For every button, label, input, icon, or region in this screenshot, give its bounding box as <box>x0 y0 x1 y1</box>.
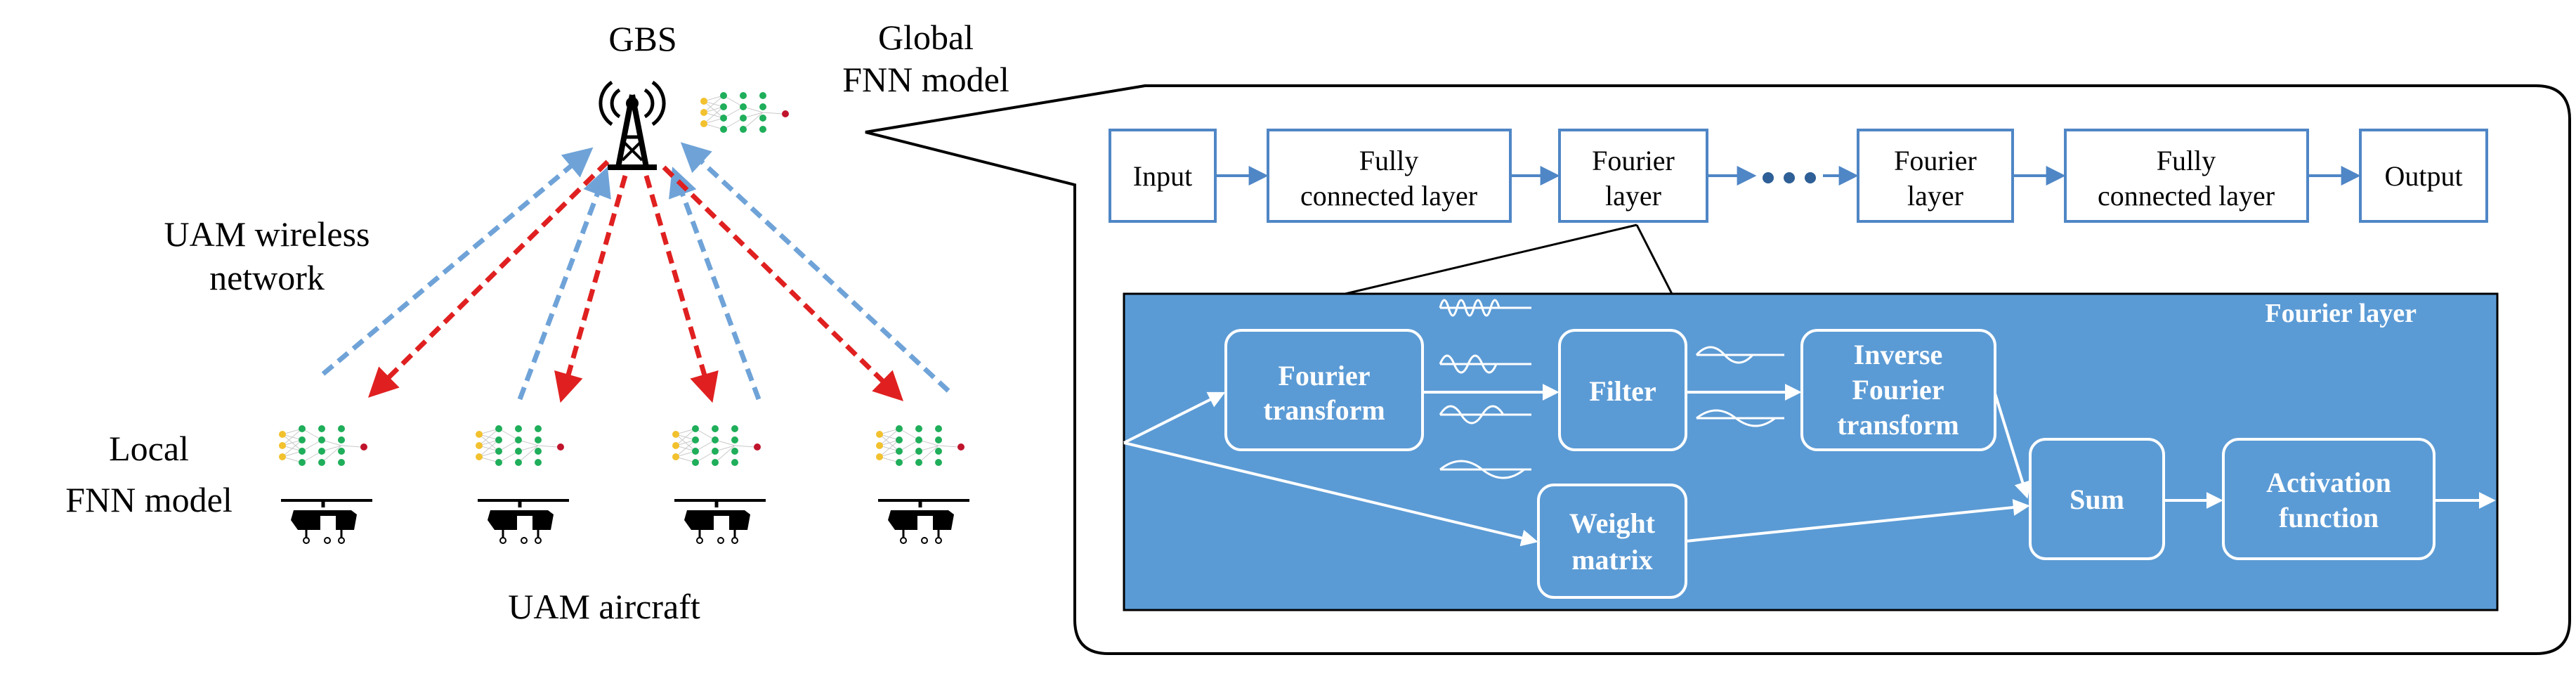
aircraft-icon <box>281 500 372 543</box>
detail-callout-line-left <box>1345 223 1637 295</box>
fc2-label-line2: connected layer <box>2098 180 2275 212</box>
fc2-label-line1: Fully <box>2157 145 2216 176</box>
weight-label-line2: matrix <box>1571 544 1653 576</box>
ift-label-line1: Inverse <box>1854 339 1943 370</box>
global-model-label-line2: FNN model <box>842 60 1009 99</box>
aircraft-icon <box>878 500 969 543</box>
ft-label-line2: transform <box>1263 394 1385 426</box>
global-model-label-line1: Global <box>878 18 974 57</box>
act-label-line2: function <box>2279 502 2379 533</box>
filtered-waveforms <box>1695 346 1784 427</box>
fc1-label-line1: Fully <box>1359 145 1418 176</box>
global-fnn-icon <box>700 91 790 134</box>
act-label-line1: Activation <box>2266 467 2391 498</box>
architecture-chain: Input Fully connected layer Fourier laye… <box>1109 129 2488 223</box>
fc1-label-line2: connected layer <box>1300 180 1477 212</box>
local-fnn-icon <box>875 425 965 467</box>
ift-label-line2: Fourier <box>1852 374 1944 406</box>
filter-block <box>1558 329 1687 451</box>
fourier-layer-block-2 <box>1857 129 2014 223</box>
network-label-line1: UAM wireless <box>164 214 370 254</box>
network-label-line2: network <box>209 258 325 297</box>
uplink-arrows <box>321 142 950 401</box>
output-block <box>2359 129 2488 223</box>
local-fnn-icon <box>475 425 565 467</box>
local-model-label-line1: Local <box>109 429 189 468</box>
base-station-icon <box>599 80 666 170</box>
sum-label: Sum <box>2070 484 2124 515</box>
local-fnn-icon <box>278 425 368 467</box>
local-model-label-line2: FNN model <box>65 480 233 519</box>
fourier1-label-line1: Fourier <box>1592 145 1675 176</box>
aircraft-icon <box>478 500 569 543</box>
ellipsis-dots <box>1763 172 1816 183</box>
input-label: Input <box>1133 160 1192 192</box>
downlink-arrows <box>368 160 904 403</box>
fourier2-label-line2: layer <box>1907 180 1963 212</box>
aircraft-label: UAM aircraft <box>508 587 700 626</box>
weight-label-line1: Weight <box>1569 507 1656 539</box>
fourier-flow-arrows <box>1123 384 2496 547</box>
frequency-waveforms <box>1439 299 1531 479</box>
ft-label-line1: Fourier <box>1278 360 1370 391</box>
detail-callout-line-right <box>1635 224 1673 294</box>
output-label: Output <box>2384 160 2462 192</box>
fourier-detail-title: Fourier layer <box>2265 299 2417 328</box>
inverse-fourier-block <box>1800 329 1996 451</box>
fourier-transform-block <box>1224 329 1424 451</box>
filter-label: Filter <box>1589 375 1656 407</box>
aircraft-icon <box>674 500 766 543</box>
input-block <box>1109 129 1217 223</box>
fourier1-label-line2: layer <box>1605 180 1661 212</box>
fourier-layer-detail <box>1123 292 2499 611</box>
ift-label-line3: transform <box>1837 409 1959 441</box>
gbs-label: GBS <box>608 19 676 58</box>
fourier2-label-line1: Fourier <box>1894 145 1977 176</box>
local-fnn-icon <box>672 425 761 467</box>
